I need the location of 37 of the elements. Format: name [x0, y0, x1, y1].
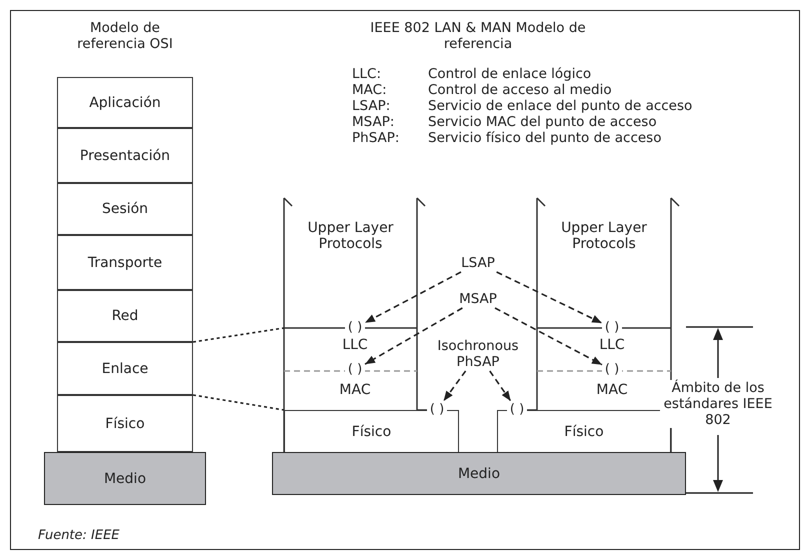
abbreviation: MSAP:: [352, 114, 396, 130]
layer-box: Físico: [57, 395, 193, 452]
medium-bar: Medio: [272, 452, 686, 495]
definition: Servicio físico del punto de acceso: [428, 130, 662, 146]
correspondence-line: [192, 394, 284, 411]
sublayer-name: LLC: [338, 336, 372, 354]
layer-box: Presentación: [57, 128, 193, 183]
layer-box: Red: [57, 290, 193, 342]
arrow: [442, 370, 466, 402]
sap-label: LSAP: [452, 254, 504, 272]
definition: Control de acceso al medio: [428, 82, 613, 98]
medium-bar: Medio: [44, 452, 206, 505]
layer-name: Upper Layer Protocols: [290, 210, 411, 262]
abbreviation: LSAP:: [352, 98, 392, 114]
correspondence-line: [192, 327, 284, 343]
arrow: [364, 307, 463, 365]
layer-box: Transporte: [57, 235, 193, 290]
sublayer-name: MAC: [330, 380, 380, 400]
definition: Control de enlace lógico: [428, 66, 592, 82]
layer-box: Sesión: [57, 183, 193, 235]
layer-box: Enlace: [57, 342, 193, 395]
arrow: [364, 271, 462, 324]
definition: Servicio MAC del punto de acceso: [428, 114, 658, 130]
layer-name: Upper Layer Protocols: [543, 210, 665, 262]
caption: Fuente: IEEE: [38, 528, 120, 544]
sublayer-name: LLC: [595, 336, 629, 354]
layer-box: Aplicación: [57, 77, 193, 128]
definition: Servicio de enlace del punto de acceso: [428, 98, 694, 114]
arrow: [489, 370, 512, 402]
arrow: [494, 307, 602, 366]
sap-label: MSAP: [450, 290, 506, 308]
arrow: [496, 271, 602, 324]
abbreviation: LLC:: [352, 66, 382, 82]
sublayer-name: MAC: [587, 380, 637, 400]
sap-label: Isochronous PhSAP: [422, 337, 534, 371]
abbreviation: PhSAP:: [352, 130, 400, 146]
abbreviation: MAC:: [352, 82, 388, 98]
